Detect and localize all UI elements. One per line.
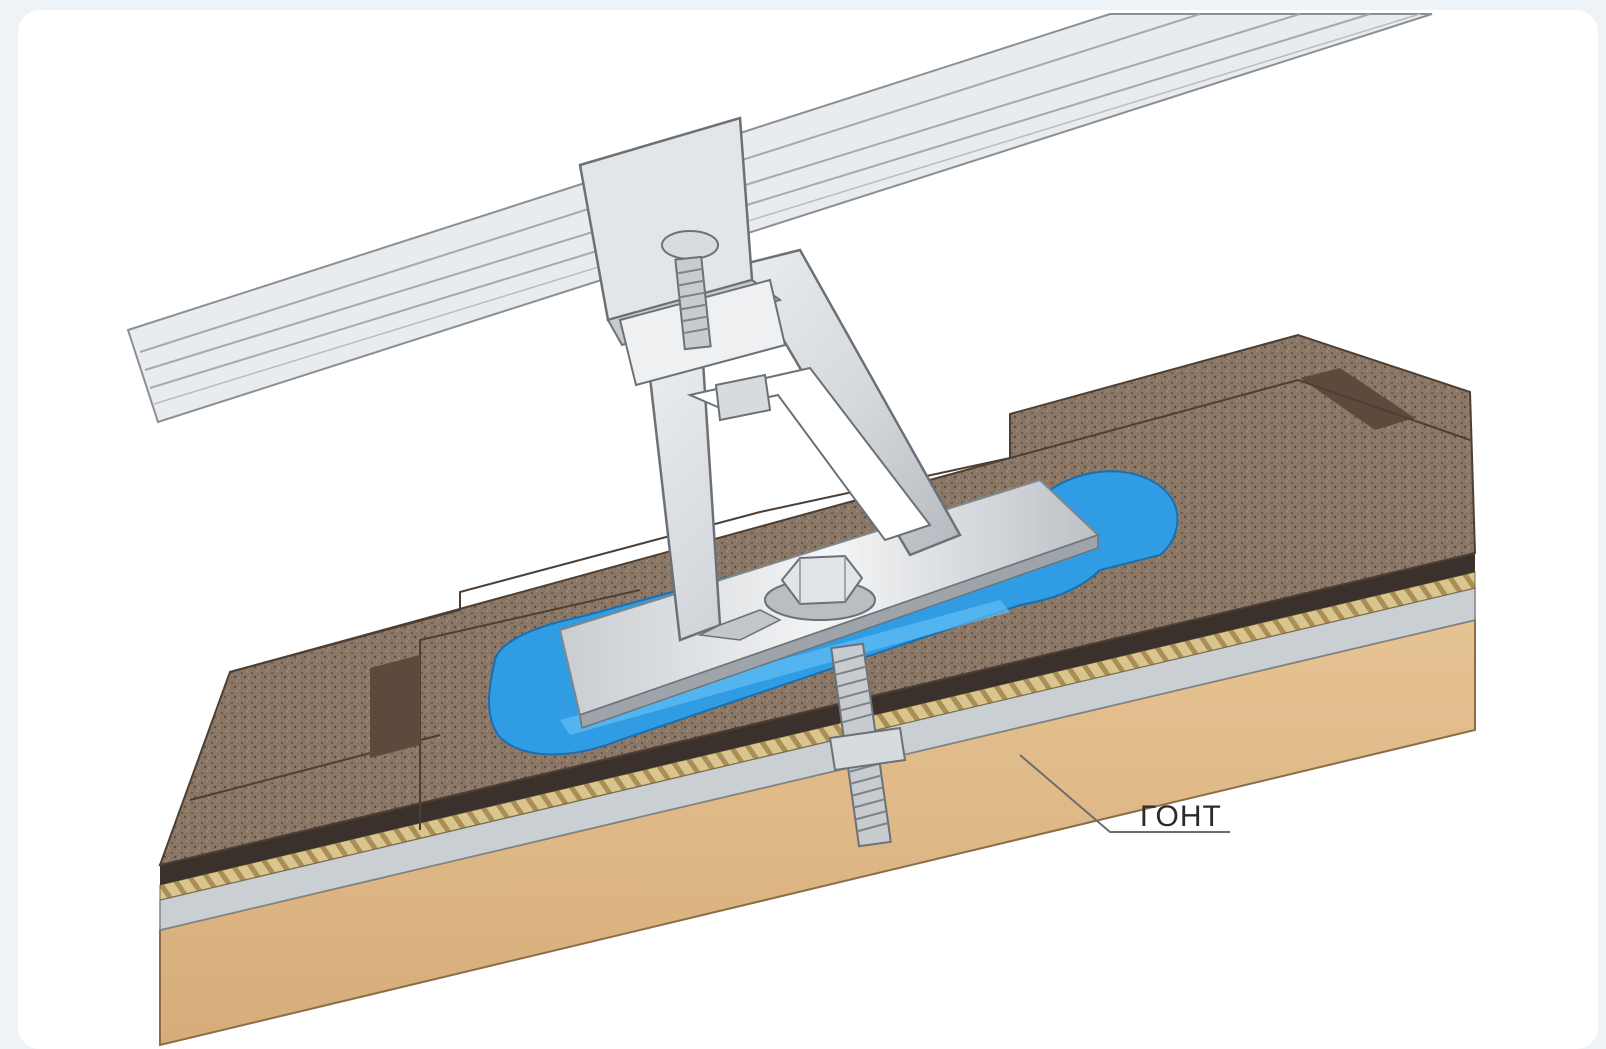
shingle-cutout-left bbox=[370, 655, 420, 758]
membrane-layer bbox=[160, 553, 1475, 885]
shingle-tab-lines-2 bbox=[419, 589, 641, 830]
base-plate-edge bbox=[579, 533, 1099, 730]
sealant-highlight bbox=[560, 600, 1010, 735]
shingle-top-ridge bbox=[1009, 378, 1471, 459]
shingle-label: ГОНТ bbox=[1140, 800, 1222, 833]
callout-line bbox=[1019, 754, 1230, 833]
hex-bolt-icon bbox=[764, 554, 876, 621]
stud-nut bbox=[828, 726, 907, 772]
shingle-tab-lines bbox=[229, 457, 1011, 673]
threaded-stud bbox=[828, 642, 907, 848]
rail-clamp bbox=[578, 116, 787, 422]
shingle-cutout-right bbox=[1300, 368, 1415, 430]
mounting-rail bbox=[126, 13, 1433, 424]
